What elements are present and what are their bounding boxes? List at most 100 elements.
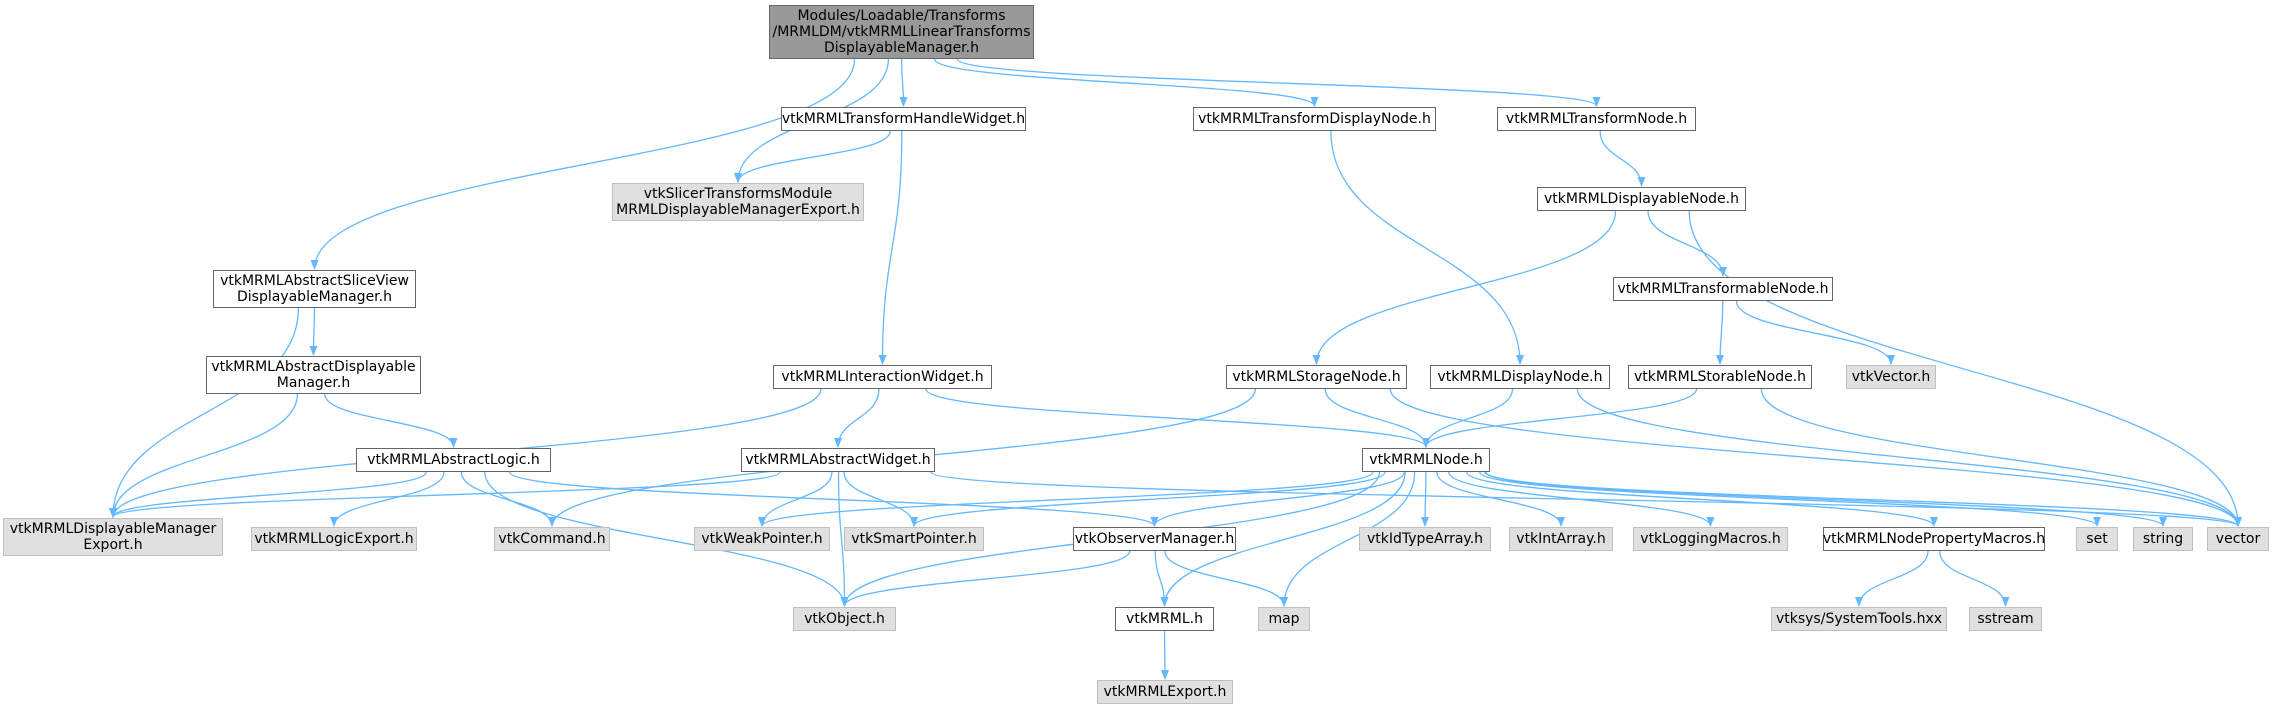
node-transformablenode[interactable]: vtkMRMLTransformableNode.h — [1613, 277, 1833, 301]
node-label: vtkMRMLNodePropertyMacros.h — [1822, 531, 2046, 547]
node-set: set — [2076, 527, 2118, 551]
node-label: vtkMRMLTransformDisplayNode.h — [1198, 111, 1431, 127]
node-label: vtkMRMLDisplayableManager — [9, 521, 217, 537]
edge-abstractwidget-to-vtkobject — [837, 471, 849, 607]
edge-abstractlogic-to-vtkobject — [484, 471, 849, 607]
node-label: vtkMRMLAbstractLogic.h — [367, 452, 540, 468]
node-label: DisplayableManager.h — [824, 40, 979, 56]
node-map: map — [1258, 607, 1310, 631]
node-label: vtkIdTypeArray.h — [1366, 531, 1484, 547]
node-label: vtkCommand.h — [498, 531, 606, 547]
node-label: vtkMRMLAbstractSliceView — [220, 273, 409, 289]
node-intarray: vtkIntArray.h — [1509, 527, 1613, 551]
edge-displaynode_t-to-displaynode — [1330, 130, 1524, 365]
edge-mrmlnode-to-loggingmacros — [1448, 471, 1715, 527]
node-label: vtkObject.h — [804, 611, 885, 627]
node-label: vtkMRMLDisplayableNode.h — [1543, 191, 1739, 207]
node-displayablenode[interactable]: vtkMRMLDisplayableNode.h — [1537, 187, 1746, 211]
node-systemtools: vtksys/SystemTools.hxx — [1771, 607, 1947, 631]
edge-transformablenode-to-storablenode — [1716, 300, 1725, 365]
edge-mrmlnode-to-set — [1479, 471, 2101, 527]
node-handlewidget[interactable]: vtkMRMLTransformHandleWidget.h — [781, 107, 1026, 131]
node-label: Export.h — [83, 537, 143, 553]
node-interactionwidget[interactable]: vtkMRMLInteractionWidget.h — [773, 365, 992, 389]
edge-root-to-displaynode_t — [933, 58, 1319, 107]
edge-mrmlnode-to-observermanager — [1150, 471, 1405, 527]
edge-propertymacros-to-systemtools — [1855, 550, 1929, 607]
node-label: set — [2086, 531, 2108, 547]
node-label: DisplayableManager.h — [237, 289, 392, 305]
node-logicexport: vtkMRMLLogicExport.h — [251, 527, 417, 551]
edge-observermanager-to-vtkobject — [840, 550, 1131, 607]
node-label: vtkMRMLExport.h — [1103, 684, 1227, 700]
node-mrmlexport: vtkMRMLExport.h — [1097, 680, 1233, 704]
node-idtypearray: vtkIdTypeArray.h — [1359, 527, 1491, 551]
node-weakpointer: vtkWeakPointer.h — [694, 527, 830, 551]
edge-abstractsliceview-to-abstractdm — [309, 307, 318, 356]
node-transformnode[interactable]: vtkMRMLTransformNode.h — [1497, 107, 1696, 131]
node-label: vtkVector.h — [1851, 369, 1931, 385]
node-vtkmrml[interactable]: vtkMRML.h — [1115, 607, 1214, 631]
edge-mrmlnode-to-idtypearray — [1421, 471, 1430, 527]
edge-storagenode-to-vector — [1389, 388, 2242, 527]
edge-storagenode-to-mrmlnode — [1324, 388, 1430, 448]
edge-abstractwidget-to-smartpointer — [843, 471, 918, 527]
node-storagenode[interactable]: vtkMRMLStorageNode.h — [1226, 365, 1407, 389]
edge-mrmlnode-to-smartpointer — [910, 471, 1386, 527]
edge-propertymacros-to-sstream — [1939, 550, 2010, 607]
edge-mrmlnode-to-weakpointer — [758, 471, 1374, 527]
edge-displaynode-to-vector — [1576, 388, 2242, 527]
edge-mrmlnode-to-intarray — [1436, 471, 1565, 527]
node-label: vtkMRMLInteractionWidget.h — [781, 369, 984, 385]
node-observermanager[interactable]: vtkObserverManager.h — [1073, 527, 1236, 551]
node-label: vtkMRMLNode.h — [1369, 452, 1483, 468]
node-vector: vector — [2207, 527, 2269, 551]
node-label: vtkMRMLTransformHandleWidget.h — [781, 111, 1026, 127]
edge-mrmlnode-to-vtkmrml — [1160, 471, 1406, 607]
node-label: vtkMRMLAbstractWidget.h — [745, 452, 931, 468]
edge-handlewidget-to-interactionwidget — [878, 130, 903, 365]
edge-abstractwidget-to-dmexport — [109, 471, 781, 518]
node-displaynode[interactable]: vtkMRMLDisplayNode.h — [1430, 365, 1610, 389]
node-abstractwidget[interactable]: vtkMRMLAbstractWidget.h — [741, 448, 935, 472]
edge-abstractdm-to-dmexport — [109, 393, 299, 518]
node-label: vtkMRMLTransformableNode.h — [1617, 281, 1829, 297]
node-label: vtkMRMLStorageNode.h — [1232, 369, 1401, 385]
node-string: string — [2133, 527, 2193, 551]
node-label: vtkMRMLDisplayNode.h — [1437, 369, 1603, 385]
edge-transformablenode-to-vtkvector — [1735, 300, 1895, 365]
node-abstractlogic[interactable]: vtkMRMLAbstractLogic.h — [356, 448, 551, 472]
edge-interactionwidget-to-mrmlnode — [925, 388, 1430, 448]
node-label: Manager.h — [276, 375, 351, 391]
node-mrmlnode[interactable]: vtkMRMLNode.h — [1362, 448, 1490, 472]
node-loggingmacros: vtkLoggingMacros.h — [1633, 527, 1788, 551]
edge-abstractlogic-to-vtkcommand — [460, 471, 556, 527]
edge-handlewidget-to-slicerexport — [734, 130, 891, 183]
node-displaynode_t[interactable]: vtkMRMLTransformDisplayNode.h — [1193, 107, 1436, 131]
node-label: Modules/Loadable/Transforms — [797, 8, 1006, 24]
node-storablenode[interactable]: vtkMRMLStorableNode.h — [1628, 365, 1812, 389]
node-label: vtkWeakPointer.h — [701, 531, 823, 547]
node-label: vtkMRMLStorableNode.h — [1633, 369, 1807, 385]
node-label: vtkObserverManager.h — [1074, 531, 1235, 547]
edge-displayablenode-to-transformablenode — [1647, 210, 1727, 277]
node-label: vtkSlicerTransformsModule — [643, 186, 833, 202]
edge-mrmlnode-to-propertymacros — [1465, 471, 1938, 527]
edge-abstractlogic-to-dmexport — [109, 471, 427, 518]
node-root[interactable]: Modules/Loadable/Transforms/MRMLDM/vtkMR… — [769, 5, 1034, 59]
node-vtkcommand: vtkCommand.h — [494, 527, 610, 551]
node-propertymacros[interactable]: vtkMRMLNodePropertyMacros.h — [1823, 527, 2045, 551]
edge-mrmlnode-to-map — [1280, 471, 1416, 607]
node-label: sstream — [1977, 611, 2034, 627]
edge-storablenode-to-vector — [1760, 388, 2242, 527]
edge-root-to-transformnode — [956, 58, 1601, 107]
node-label: vtkSmartPointer.h — [851, 531, 977, 547]
node-vtkvector: vtkVector.h — [1846, 365, 1936, 389]
edge-transformnode-to-displayablenode — [1599, 130, 1646, 187]
edge-displaynode-to-mrmlnode — [1422, 388, 1514, 448]
